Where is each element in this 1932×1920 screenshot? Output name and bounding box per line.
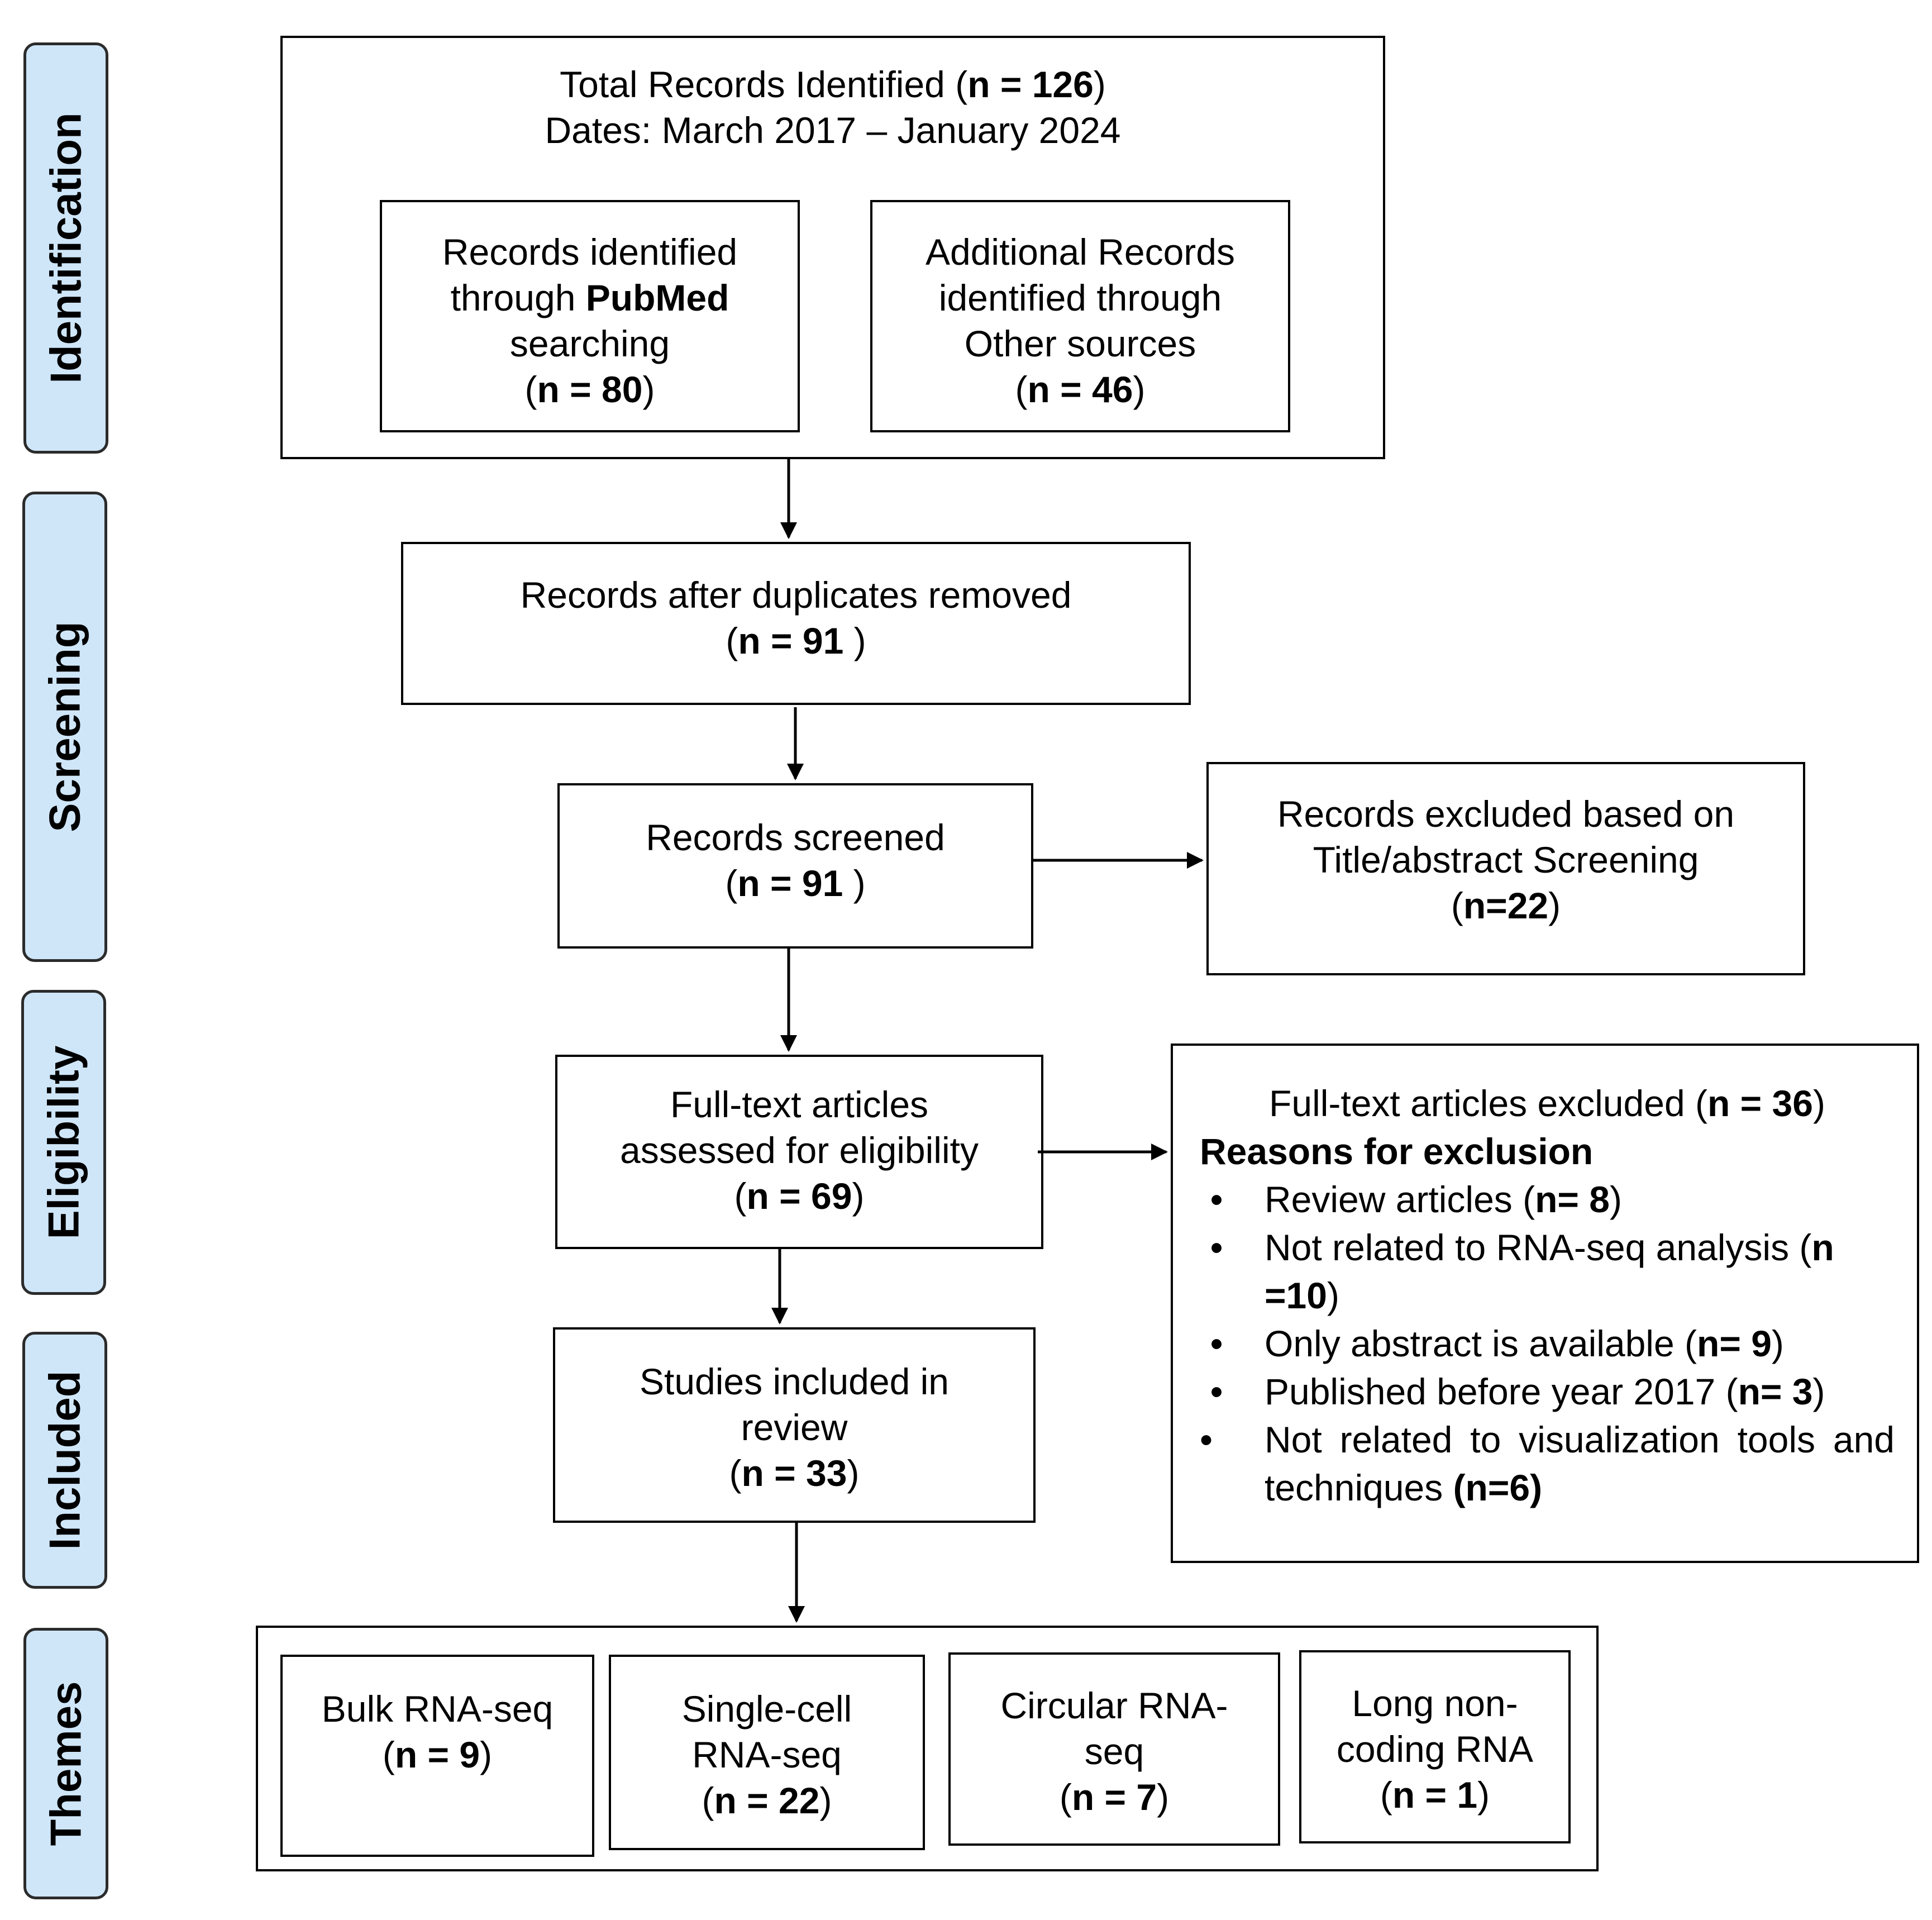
excluded-line1: Records excluded based on	[1277, 793, 1735, 835]
studies-included-box: Studies included in review (n = 33)	[553, 1327, 1036, 1523]
pubmed-source: PubMed	[585, 277, 729, 318]
screened-close: )	[843, 863, 866, 904]
theme-single-cell-rna-seq: Single-cell RNA-seq (n = 22)	[609, 1655, 925, 1850]
list-item: • Not related to RNA-seq analysis (n =10)	[1200, 1223, 1895, 1319]
total-suffix: )	[1093, 64, 1106, 105]
fulltext-line2: assessed for eligibility	[620, 1130, 979, 1171]
bullet-icon: •	[1210, 1323, 1223, 1364]
included-line2: review	[741, 1407, 848, 1448]
duplicates-removed-box: Records after duplicates removed (n = 91…	[401, 542, 1191, 705]
fulltext-count: n = 69	[746, 1175, 852, 1217]
reason-text: Published before year 2017 (	[1265, 1371, 1738, 1412]
total-records-text: Total Records Identified (n = 126) Dates…	[283, 61, 1383, 153]
theme-line1: Single-cell	[681, 1688, 852, 1730]
list-item: • Not related to visualization tools and …	[1200, 1416, 1895, 1512]
duplicates-label: Records after duplicates removed	[520, 574, 1072, 616]
list-item: • Published before year 2017 (n= 3)	[1200, 1368, 1895, 1416]
excluded-title-count: n=22	[1463, 885, 1549, 926]
reason-count: (n=6)	[1453, 1467, 1543, 1508]
reason-close: )	[1771, 1323, 1784, 1364]
fulltext-excluded-heading: Full-text articles excluded (n = 36)	[1200, 1079, 1895, 1127]
reason-text: Not related to visualization tools and t…	[1265, 1419, 1895, 1508]
other-line2: identified through	[938, 277, 1222, 318]
duplicates-count: n = 91	[738, 620, 844, 661]
screened-label: Records screened	[646, 817, 945, 858]
reason-count: n= 3	[1738, 1371, 1813, 1412]
pubmed-line3: searching	[509, 323, 670, 364]
pubmed-records-box: Records identified through PubMed search…	[380, 200, 800, 432]
included-count: n = 33	[741, 1452, 847, 1494]
theme-line1: Bulk RNA-seq	[321, 1688, 554, 1730]
pubmed-line1: Records identified	[442, 231, 738, 273]
theme-line2: seq	[1084, 1731, 1144, 1772]
phase-screening: Screening	[22, 492, 107, 962]
exclusion-reasons: Full-text articles excluded (n = 36) Rea…	[1200, 1079, 1895, 1512]
pubmed-line2: through	[450, 277, 586, 318]
fulltext-excluded-count: n = 36	[1707, 1083, 1813, 1124]
date-range: Dates: March 2017 – January 2024	[545, 109, 1121, 151]
bullet-icon: •	[1210, 1179, 1223, 1220]
bullet-icon: •	[1210, 1371, 1223, 1412]
fulltext-excluded-box: Full-text articles excluded (n = 36) Rea…	[1171, 1044, 1919, 1563]
reason-count: n= 8	[1535, 1179, 1610, 1220]
screened-count: n = 91	[737, 863, 843, 904]
theme-count: n = 7	[1071, 1776, 1157, 1818]
phase-themes: Themes	[23, 1628, 108, 1899]
reason-count: n =10	[1265, 1227, 1834, 1316]
other-sources-box: Additional Records identified through Ot…	[870, 200, 1290, 432]
list-item: • Only abstract is available (n= 9)	[1200, 1319, 1895, 1368]
phase-identification: Identification	[23, 42, 108, 454]
theme-line2: coding RNA	[1336, 1728, 1534, 1770]
fulltext-assessed-box: Full-text articles assessed for eligibil…	[555, 1055, 1043, 1249]
reasons-heading: Reasons for exclusion	[1200, 1131, 1594, 1172]
theme-line2: RNA-seq	[692, 1734, 842, 1775]
duplicates-close: )	[843, 620, 866, 661]
reasons-list: • Review articles (n= 8) • Not related to …	[1200, 1175, 1895, 1512]
theme-circular-rna-seq: Circular RNA- seq (n = 7)	[948, 1652, 1280, 1846]
theme-count: n = 22	[714, 1780, 820, 1821]
reason-close: )	[1812, 1371, 1825, 1412]
excluded-title-abstract-box: Records excluded based on Title/abstract…	[1206, 762, 1805, 975]
other-line1: Additional Records	[926, 231, 1235, 273]
theme-line1: Long non-	[1352, 1683, 1518, 1724]
theme-long-non-coding-rna: Long non- coding RNA (n = 1)	[1299, 1650, 1571, 1843]
other-line3: Other sources	[964, 323, 1196, 364]
included-line1: Studies included in	[639, 1361, 950, 1402]
total-prefix: Total Records Identified (	[560, 64, 968, 105]
records-screened-box: Records screened (n = 91 )	[557, 783, 1033, 949]
other-count: n = 46	[1027, 369, 1133, 410]
reason-text: Review articles (	[1265, 1179, 1535, 1220]
bullet-icon: •	[1200, 1419, 1213, 1460]
theme-bulk-rna-seq: Bulk RNA-seq (n = 9)	[280, 1655, 594, 1857]
reason-close: )	[1610, 1179, 1622, 1220]
theme-count: n = 1	[1392, 1774, 1478, 1816]
phase-eligibility: Eligibility	[21, 990, 106, 1295]
reason-close: )	[1327, 1275, 1339, 1316]
fulltext-line1: Full-text articles	[670, 1084, 929, 1125]
reason-count: n= 9	[1697, 1323, 1772, 1364]
fulltext-excluded-label: Full-text articles excluded (	[1269, 1083, 1707, 1124]
pubmed-count: n = 80	[537, 369, 643, 410]
reason-text: Only abstract is available (	[1265, 1323, 1697, 1364]
theme-line1: Circular RNA-	[1000, 1685, 1228, 1726]
total-count: n = 126	[967, 64, 1094, 105]
theme-count: n = 9	[394, 1734, 480, 1775]
fulltext-excluded-suffix: )	[1812, 1083, 1825, 1124]
phase-included: Included	[22, 1332, 107, 1589]
excluded-line2: Title/abstract Screening	[1313, 839, 1699, 880]
bullet-icon: •	[1210, 1227, 1223, 1268]
list-item: • Review articles (n= 8)	[1200, 1175, 1895, 1223]
reason-text: Not related to RNA-seq analysis (	[1265, 1227, 1812, 1268]
